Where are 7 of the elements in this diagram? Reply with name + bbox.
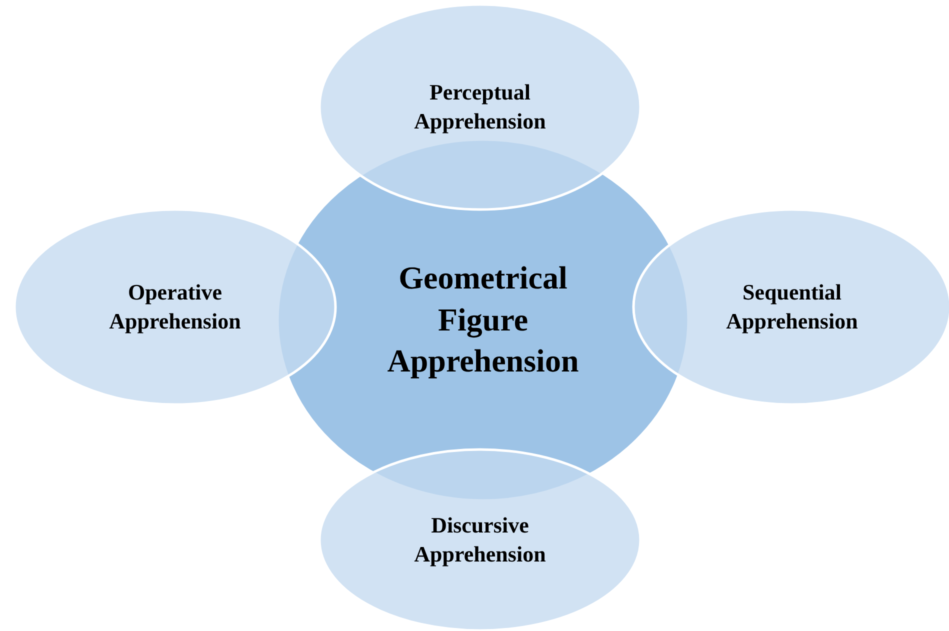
node-label: Operative Apprehension [108,278,242,336]
ellipse-node [13,208,337,406]
node-label: Sequential Apprehension [725,278,859,336]
node-label: Perceptual Apprehension [413,78,547,136]
node-label: Discursive Apprehension [413,511,547,568]
ellipse-node [318,3,642,211]
node-label: Geometrical Figure Apprehension [386,258,580,381]
